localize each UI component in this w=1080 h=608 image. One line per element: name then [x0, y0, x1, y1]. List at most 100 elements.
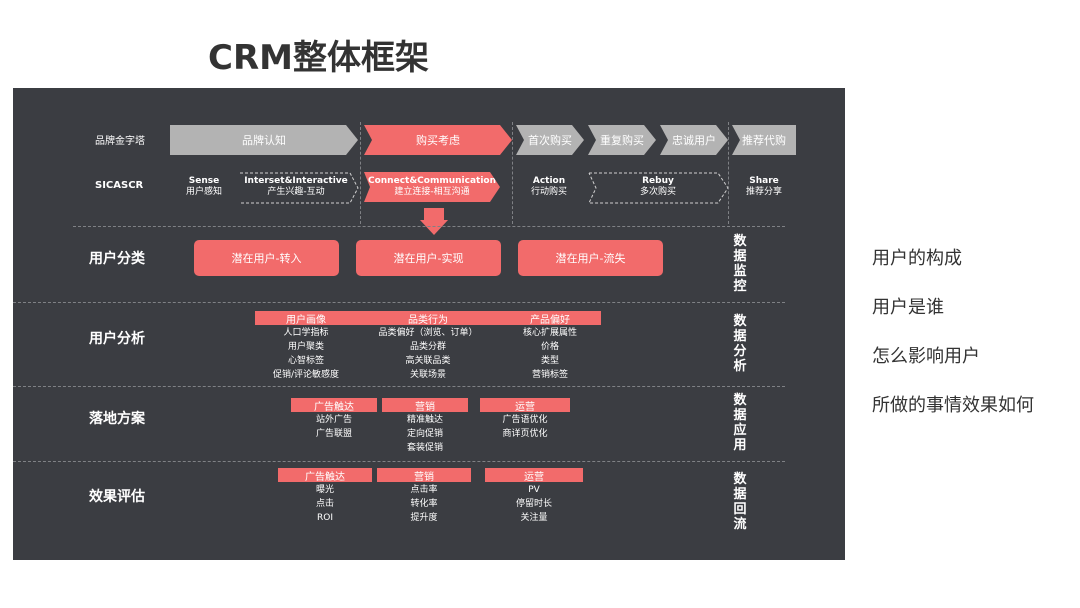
- side-char: 分: [733, 344, 747, 359]
- side-label-apply: 数 据 应 用: [732, 393, 748, 453]
- col-items: PV 停留时长 关注量: [485, 483, 583, 525]
- col-item: 点击: [315, 499, 334, 509]
- col-item: 曝光: [315, 485, 334, 495]
- sicas-en: Share: [749, 176, 779, 186]
- col-item: 营销标签: [531, 370, 568, 380]
- pyramid-step-loyal: 忠诚用户: [660, 125, 728, 155]
- separator: [512, 122, 513, 224]
- sicas-connect: Connect&Communication 建立连接-相互沟通: [364, 172, 500, 202]
- col-items: 精准触达 定向促销 套装促销: [382, 413, 468, 455]
- col-header: 产品偏好: [499, 311, 601, 326]
- side-char: 用: [733, 438, 747, 453]
- col-items: 站外广告 广告联盟: [291, 413, 377, 441]
- side-char: 回: [733, 502, 747, 517]
- divider: [73, 226, 785, 227]
- separator: [728, 122, 729, 224]
- sicas-interest: Interset&Interactive 产生兴趣-互动: [240, 172, 352, 202]
- note-effectiveness: 所做的事情效果如何: [872, 395, 1034, 416]
- col-item: 精准触达: [406, 415, 443, 425]
- sicas-en: Connect&Communication: [367, 176, 497, 186]
- pyramid-step-label: 推荐代购: [742, 134, 786, 147]
- col-header: 营销: [377, 468, 471, 483]
- col-item: 站外广告: [315, 415, 352, 425]
- col-item: 促销/评论敏感度: [272, 370, 340, 380]
- pyramid-step-label: 首次购买: [528, 134, 572, 147]
- side-char: 应: [733, 423, 747, 438]
- col-item: 核心扩展属性: [522, 328, 577, 338]
- col-items: 点击率 转化率 提升度: [377, 483, 471, 525]
- page-title: CRM整体框架: [208, 38, 429, 78]
- col-item: 关注量: [520, 513, 548, 523]
- col-header: 运营: [485, 468, 583, 483]
- divider: [13, 302, 785, 303]
- col-header: 营销: [382, 398, 468, 413]
- col-item: 用户聚类: [287, 342, 324, 352]
- sicas-cn: 用户感知: [185, 187, 222, 197]
- pill-potential-realize: 潜在用户-实现: [356, 240, 501, 276]
- row-label-classify: 用户分类: [89, 251, 145, 267]
- col-items: 人口学指标 用户聚类 心智标签 促销/评论敏感度: [255, 326, 357, 382]
- sicas-action: Action 行动购买: [516, 172, 582, 202]
- col-item: 定向促销: [406, 429, 443, 439]
- col-item: 点击率: [410, 485, 438, 495]
- sicas-sense: Sense 用户感知: [170, 172, 238, 202]
- sicas-en: Action: [532, 176, 566, 186]
- side-char: 析: [733, 359, 747, 374]
- col-item: PV: [528, 485, 540, 495]
- note-who-users: 用户是谁: [872, 297, 944, 318]
- side-char: 据: [733, 329, 747, 344]
- row-label-plan: 落地方案: [89, 411, 145, 427]
- sicas-en: Rebuy: [642, 176, 674, 186]
- pyramid-step-first-purchase: 首次购买: [516, 125, 584, 155]
- sicas-cn: 建立连接-相互沟通: [394, 187, 470, 197]
- col-item: ROI: [317, 513, 333, 523]
- sicas-en: Interset&Interactive: [244, 176, 348, 186]
- col-header: 广告触达: [291, 398, 377, 413]
- divider: [13, 461, 785, 462]
- col-item: 关联场景: [409, 370, 446, 380]
- row-label-analysis: 用户分析: [89, 331, 145, 347]
- divider: [13, 386, 785, 387]
- col-item: 商详页优化: [502, 429, 548, 439]
- pyramid-step-awareness: 品牌认知: [170, 125, 358, 155]
- pyramid-step-label: 品牌认知: [242, 134, 286, 147]
- col-items: 曝光 点击 ROI: [278, 483, 372, 525]
- sicas-en: Sense: [188, 176, 220, 186]
- col-item: 价格: [540, 342, 559, 352]
- sicas-cn: 产生兴趣-互动: [267, 187, 325, 197]
- side-char: 数: [733, 234, 747, 249]
- separator: [360, 122, 361, 224]
- col-item: 广告语优化: [502, 415, 548, 425]
- col-item: 品类偏好（浏览、订单）: [378, 328, 478, 338]
- sicas-outline-1: [240, 172, 359, 204]
- note-user-composition: 用户的构成: [872, 248, 962, 269]
- pyramid-step-label: 忠诚用户: [672, 134, 716, 147]
- side-label-monitor: 数 据 监 控: [732, 234, 748, 294]
- col-item: 提升度: [410, 513, 438, 523]
- col-item: 套装促销: [406, 443, 443, 453]
- side-char: 据: [733, 487, 747, 502]
- row-label-eval: 效果评估: [89, 489, 145, 505]
- col-item: 心智标签: [287, 356, 324, 366]
- pyramid-step-consider: 购买考虑: [364, 125, 512, 155]
- side-char: 数: [733, 472, 747, 487]
- col-item: 类型: [540, 356, 559, 366]
- col-item: 广告联盟: [315, 429, 352, 439]
- col-item: 高关联品类: [405, 356, 451, 366]
- sicas-rebuy: Rebuy 多次购买: [588, 172, 728, 202]
- side-char: 控: [733, 279, 747, 294]
- col-items: 品类偏好（浏览、订单） 品类分群 高关联品类 关联场景: [357, 326, 499, 382]
- side-label-analysis: 数 据 分 析: [732, 314, 748, 374]
- pyramid-step-label: 购买考虑: [416, 134, 460, 147]
- col-item: 人口学指标: [283, 328, 329, 338]
- sicas-share: Share 推荐分享: [732, 172, 796, 202]
- col-items: 广告语优化 商详页优化: [480, 413, 570, 441]
- col-items: 核心扩展属性 价格 类型 营销标签: [499, 326, 601, 382]
- col-header: 运营: [480, 398, 570, 413]
- side-char: 据: [733, 408, 747, 423]
- sicas-outline-2: [588, 172, 729, 204]
- col-item: 转化率: [410, 499, 438, 509]
- col-header: 广告触达: [278, 468, 372, 483]
- sicas-cn: 行动购买: [530, 187, 567, 197]
- side-char: 流: [733, 517, 747, 532]
